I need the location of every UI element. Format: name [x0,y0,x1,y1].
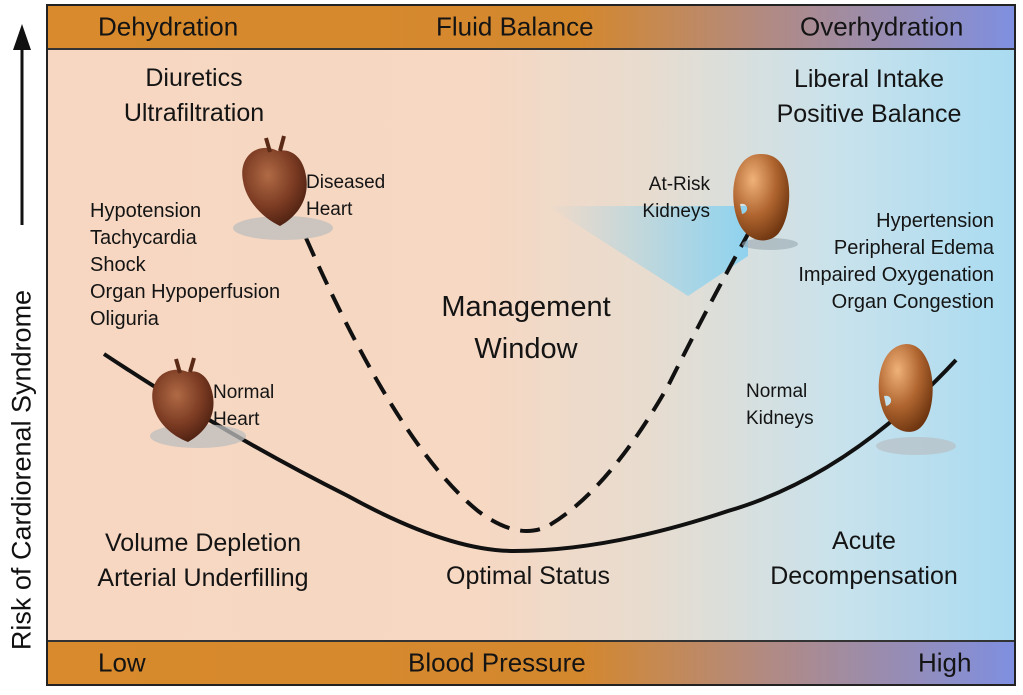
shock-text: Shock [90,254,146,276]
y-axis: Risk of Cardiorenal Syndrome [0,0,44,690]
normal-kidneys-label: Normal Kidneys [746,378,814,432]
y-axis-label: Risk of Cardiorenal Syndrome [6,289,37,651]
kidneys-text: Kidneys [642,201,710,222]
management-text: Management [441,291,611,323]
hypertension-text: Hypertension [876,210,994,232]
volume-depletion-text: Volume Depletion Arterial Underfilling [78,526,328,596]
peripheral-edema-text: Peripheral Edema [833,237,994,259]
heart-text: Heart [306,199,353,220]
heart-text: Heart [213,409,260,430]
at-risk-glow [548,206,748,296]
overhydration-label: Overhydration [800,11,964,42]
normal-heart-label: Normal Heart [213,379,274,433]
at-risk-kidneys-label: At-Risk Kidneys [618,171,710,225]
left-symptom-list: Hypotension Tachycardia Shock Organ Hypo… [90,198,280,333]
impaired-oxygenation-text: Impaired Oxygenation [798,264,994,286]
therapy-left-text: Diuretics Ultrafiltration [112,61,276,131]
at-risk-text: At-Risk [648,174,710,195]
window-text: Window [474,333,578,365]
low-label: Low [98,647,146,678]
decompensation-line: Decompensation [770,562,958,590]
fluid-balance-band: Dehydration Fluid Balance Overhydration [48,6,1014,50]
oliguria-text: Oliguria [90,308,159,330]
organ-hypoperfusion-text: Organ Hypoperfusion [90,281,281,303]
optimal-status-text: Optimal Status [446,562,610,590]
up-arrow-icon [13,24,31,225]
diseased-text: Diseased [306,172,386,193]
high-label: High [918,647,972,678]
volume-depletion-line: Volume Depletion [105,529,301,557]
at-risk-curve [304,233,750,533]
diuretics-text: Diuretics [145,64,243,92]
diseased-heart-label: Diseased Heart [306,169,385,223]
tachycardia-text: Tachycardia [90,227,197,249]
acute-decompensation-text: Acute Decompensation [748,524,980,594]
hypotension-text: Hypotension [90,200,202,222]
acute-line: Acute [832,527,896,555]
normal-kidney-icon [876,344,956,455]
ultrafiltration-text: Ultrafiltration [123,99,265,127]
normal-curve [102,352,958,554]
normal-text: Normal [746,381,808,402]
kidneys-text: Kidneys [746,408,814,429]
liberal-intake-text: Liberal Intake [793,65,945,93]
diseased-heart-icon [233,135,333,240]
dehydration-label: Dehydration [98,11,239,42]
normal-text: Normal [213,382,275,403]
organ-congestion-text: Organ Congestion [831,291,994,313]
cardiorenal-curves [102,135,958,554]
diagram-frame: Dehydration Fluid Balance Overhydration [46,4,1016,686]
fluid-balance-label: Fluid Balance [436,11,594,42]
therapy-right-text: Liberal Intake Positive Balance [756,62,982,132]
positive-balance-text: Positive Balance [776,100,962,128]
management-window-text: Management Window [428,286,624,370]
blood-pressure-label: Blood Pressure [408,647,586,678]
at-risk-kidney-icon [733,154,798,250]
blood-pressure-band: Low Blood Pressure High [48,640,1014,684]
normal-heart-icon [150,357,246,448]
right-symptom-list: Hypertension Peripheral Edema Impaired O… [798,208,994,316]
arterial-underfilling-line: Arterial Underfilling [97,564,309,592]
